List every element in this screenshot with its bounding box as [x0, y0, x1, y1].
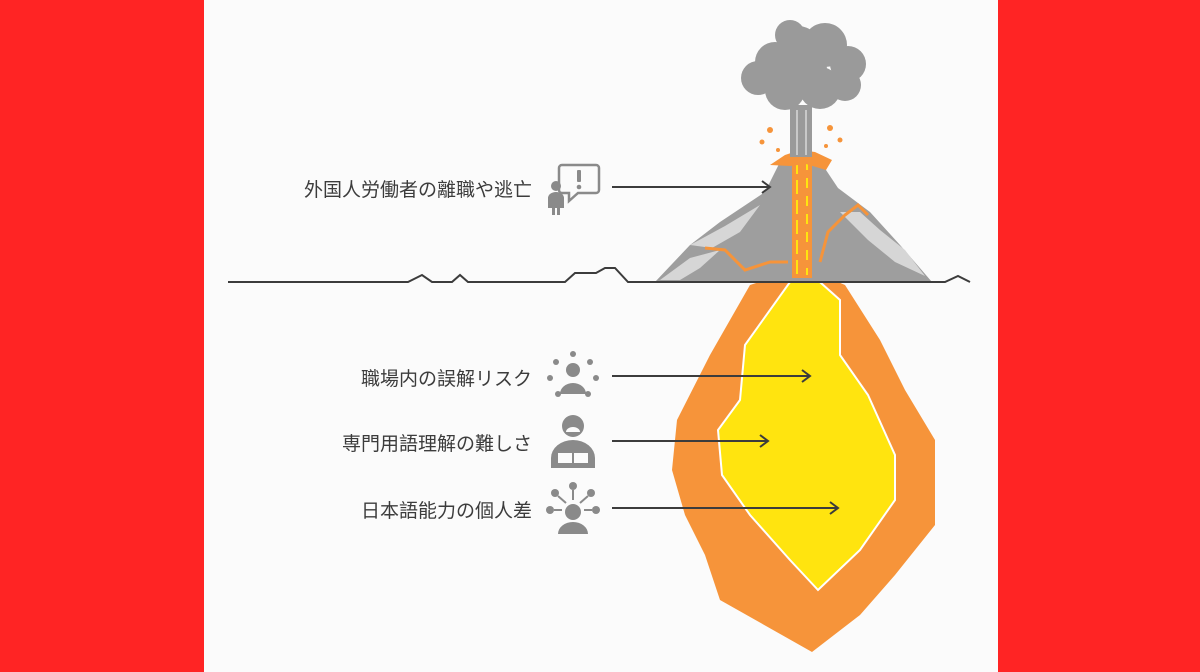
reading-person-icon	[551, 415, 595, 468]
hidden-issue-label-2: 専門用語理解の難しさ	[341, 433, 532, 455]
surface-issue-label: 外国人労働者の離職や逃亡	[303, 179, 532, 201]
volcano-highlight-left-low	[660, 250, 720, 280]
lava-crack-right	[818, 203, 870, 263]
volcano-highlight-right	[840, 212, 925, 276]
alert-speech-person-icon	[548, 163, 601, 215]
volcano-highlight-left	[690, 205, 760, 248]
ground-line	[228, 267, 971, 283]
crater-lava	[770, 150, 832, 170]
hidden-issue-label-1: 職場内の誤解リスク	[360, 368, 532, 390]
hidden-issue-label-3: 日本語能力の個人差	[360, 500, 532, 522]
lava-splatter	[759, 125, 843, 152]
lava-conduit	[792, 158, 812, 278]
eruption-column	[790, 105, 812, 157]
network-person-icon	[546, 482, 600, 534]
magma-chamber-inner	[716, 274, 896, 592]
smoke-cloud	[741, 20, 866, 110]
lava-crack-left	[704, 246, 788, 272]
group-person-icon	[547, 351, 599, 397]
